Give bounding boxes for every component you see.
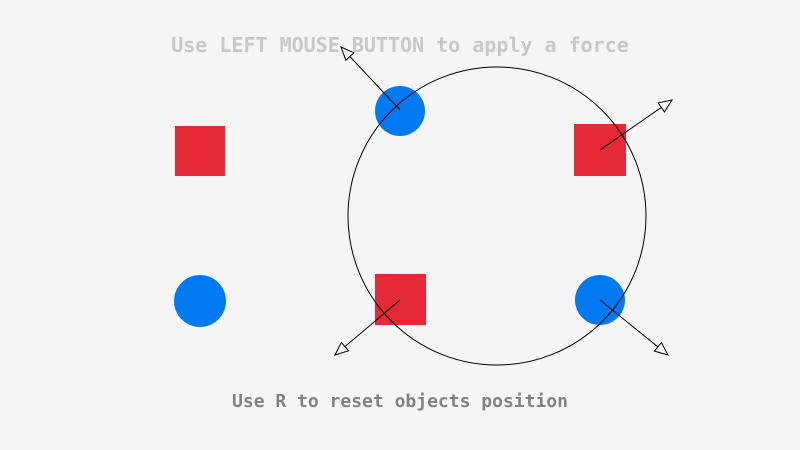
force-arrow-shaft bbox=[599, 107, 662, 151]
force-arrow-head-icon bbox=[653, 341, 669, 356]
force-arrow bbox=[599, 299, 669, 356]
physics-ball[interactable] bbox=[174, 275, 226, 327]
force-arrow bbox=[599, 99, 674, 151]
physics-ball[interactable] bbox=[375, 86, 425, 136]
force-arrow bbox=[340, 46, 401, 111]
force-arrow-shaft bbox=[599, 299, 659, 348]
force-arrow-head-icon bbox=[657, 99, 674, 113]
instruction-reset: Use R to reset objects position bbox=[232, 391, 568, 412]
boundary-circle bbox=[347, 66, 647, 366]
force-arrow bbox=[334, 299, 401, 356]
force-arrow-head-icon bbox=[334, 341, 350, 356]
physics-box[interactable] bbox=[175, 126, 225, 176]
force-arrow-shaft bbox=[349, 56, 401, 111]
force-arrow-head-icon bbox=[340, 46, 355, 62]
physics-box[interactable] bbox=[375, 274, 426, 325]
instruction-apply-force: Use LEFT MOUSE BUTTON to apply a force bbox=[171, 33, 629, 57]
force-arrow-shaft bbox=[344, 299, 401, 347]
